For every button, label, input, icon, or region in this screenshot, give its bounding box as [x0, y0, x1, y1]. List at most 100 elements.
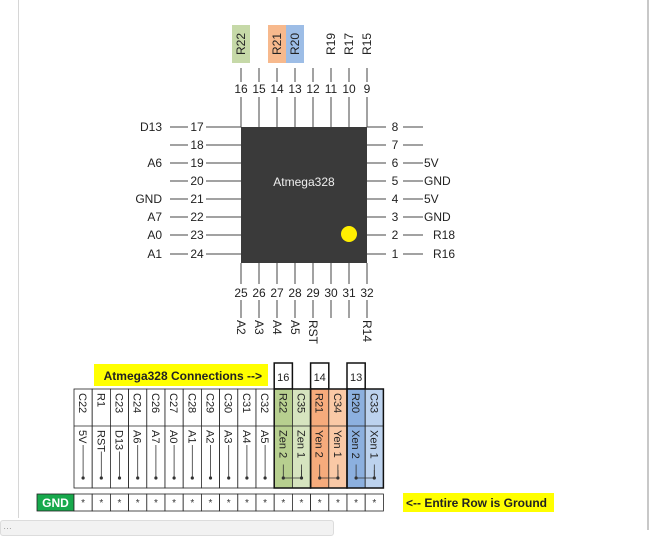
table-column-header: C28	[185, 393, 197, 413]
right-pin-label: R16	[433, 247, 455, 261]
right-pin-number: 7	[392, 138, 399, 152]
bottom-pin-label: A4	[270, 320, 284, 335]
page-border-right	[647, 0, 649, 530]
table-column-signal: A7	[149, 430, 161, 443]
gnd-cell-mark: *	[227, 498, 231, 509]
chip: Atmega328	[241, 127, 367, 263]
left-pin-label: A1	[147, 247, 162, 261]
chip-name: Atmega328	[273, 175, 335, 189]
top-pin-highlight	[286, 25, 304, 63]
table-column-header: C22	[76, 393, 88, 413]
top-pin-label: R17	[342, 33, 356, 55]
left-pin-number: 18	[190, 138, 204, 152]
table-column-signal: A2	[204, 430, 216, 443]
top-pin-highlight	[232, 25, 250, 63]
gnd-cell-mark: *	[154, 498, 158, 509]
table-column-signal: 5V	[76, 430, 88, 444]
gnd-cell-mark: *	[118, 498, 122, 509]
left-pin-number: 23	[190, 228, 204, 242]
right-pin-number: 4	[392, 192, 399, 206]
table-column-signal: Xen 2	[349, 430, 361, 459]
table-column-header: C24	[131, 393, 143, 413]
table-column-header: C35	[295, 393, 307, 413]
table-lead-dot	[172, 476, 176, 480]
pin1-marker	[341, 226, 357, 242]
left-pin-number: 20	[190, 174, 204, 188]
right-pin-label: 5V	[424, 156, 439, 170]
gnd-cell-mark: *	[354, 498, 358, 509]
table-column-signal: Zen 2	[276, 430, 288, 458]
table-lead-dot	[263, 476, 267, 480]
gnd-cell-mark: *	[245, 498, 249, 509]
page-border-left	[18, 0, 19, 518]
table-column-signal: Zen 1	[295, 430, 307, 458]
gnd-cell-mark: *	[136, 498, 140, 509]
bottom-pin-number: 32	[360, 286, 374, 300]
top-pin-label: R19	[324, 33, 338, 55]
pin-number-box-label: 14	[314, 372, 326, 384]
pin-number-box-label: 13	[350, 372, 362, 384]
right-pin-label: 5V	[424, 192, 439, 206]
table-title: Atmega328 Connections -->	[104, 369, 262, 383]
right-pin-number: 1	[392, 247, 399, 261]
top-pin-number: 9	[364, 82, 371, 96]
gnd-cell-mark: *	[99, 498, 103, 509]
left-pin-number: 24	[190, 247, 204, 261]
bottom-pin-number: 30	[324, 286, 338, 300]
table-column-signal: A5	[258, 430, 270, 443]
gnd-cell-mark: *	[372, 498, 376, 509]
table-column-signal: A4	[240, 430, 252, 443]
table-column-signal: A6	[131, 430, 143, 443]
table-column-header: C34	[331, 393, 343, 413]
table-column-header: C33	[367, 393, 379, 413]
top-pin-number: 11	[325, 82, 338, 96]
right-pin-number: 8	[392, 120, 399, 134]
gnd-cell-mark: *	[263, 498, 267, 509]
bottom-pin-label: R14	[360, 320, 374, 342]
ground-note: <-- Entire Row is Ground	[406, 496, 547, 510]
table-column-header: R22	[276, 393, 288, 413]
right-pin-label: GND	[424, 174, 451, 188]
top-pin-label: R22	[234, 33, 248, 55]
table-column-signal: D13	[113, 430, 125, 450]
gnd-cell-mark: *	[190, 498, 194, 509]
top-pin-number: 13	[288, 82, 302, 96]
table-lead-dot	[136, 476, 140, 480]
table-lead-dot	[208, 476, 213, 480]
table-column-header: R20	[349, 393, 361, 413]
top-pin-number: 12	[306, 82, 320, 96]
chip-body	[241, 127, 367, 263]
status-text: …	[3, 521, 12, 531]
bottom-pin-label: RST	[306, 320, 320, 345]
table-column-signal: RST	[94, 430, 106, 452]
table-lead-dot	[190, 476, 194, 480]
table-title-bg	[94, 364, 268, 386]
bottom-pin-number: 28	[288, 286, 302, 300]
gnd-label: GND	[42, 496, 69, 510]
left-pin-number: 17	[190, 120, 204, 134]
table-column-header: C27	[167, 393, 179, 413]
bottom-pin-label: A3	[252, 320, 266, 335]
top-pin-label: R20	[288, 33, 302, 55]
left-pin-label: A7	[147, 210, 162, 224]
right-pin-number: 3	[392, 210, 399, 224]
bottom-pin-label: A2	[234, 320, 248, 335]
top-pin-number: 16	[234, 82, 248, 96]
bottom-pin-label: A5	[288, 320, 302, 335]
left-pin-number: 19	[190, 156, 204, 170]
table-column-header: R1	[94, 393, 106, 407]
status-bar: …	[0, 520, 334, 536]
pin-number-box-label: 16	[277, 372, 289, 384]
table-column-signal: Yen 1	[331, 430, 343, 458]
table-lead-dot	[81, 476, 85, 480]
table-column-header: C32	[258, 393, 270, 413]
top-pin-number: 14	[270, 82, 284, 96]
top-pin-number: 15	[252, 82, 266, 96]
top-pin-label: R15	[360, 33, 374, 55]
bottom-pin-number: 31	[342, 286, 356, 300]
table-lead-dot	[154, 476, 158, 480]
table-column-header: C29	[204, 393, 216, 413]
